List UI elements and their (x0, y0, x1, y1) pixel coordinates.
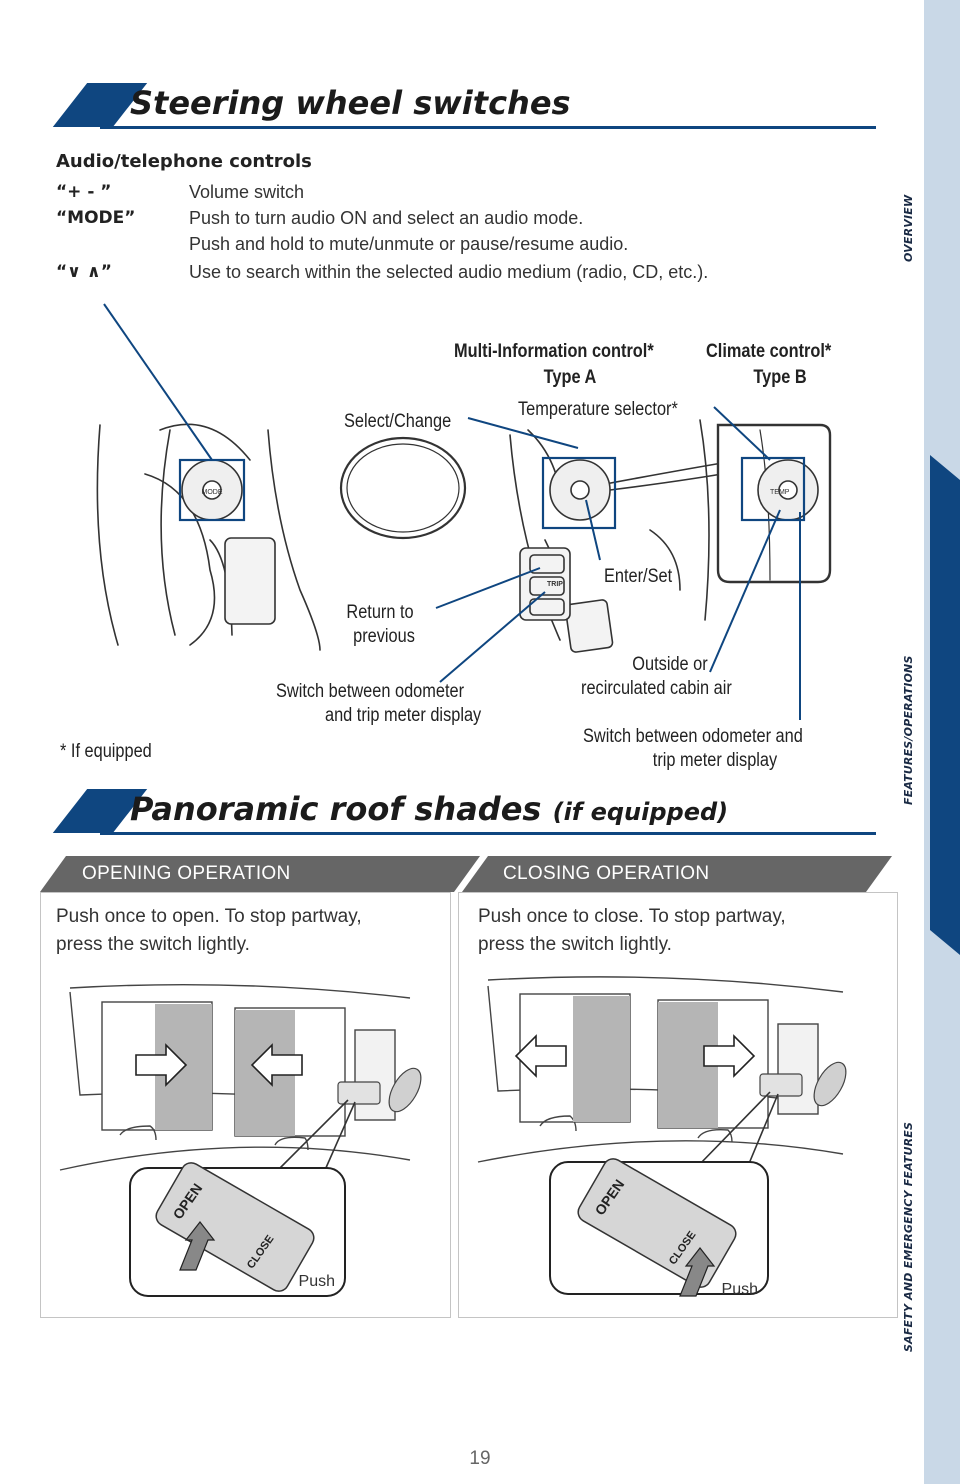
leader-odo-a (439, 591, 546, 683)
climate-control-title: Climate control* (706, 341, 832, 362)
label-return-2: previous (353, 626, 415, 647)
control-desc-volume: Volume switch (189, 182, 305, 202)
leader-temperature (713, 406, 771, 461)
label-odo-b-2: trip meter display (652, 750, 778, 771)
closing-roof-illustration: OPEN CLOSE Push (477, 976, 847, 1298)
closing-band (462, 856, 892, 892)
label-outside-air-1: Outside or (632, 654, 708, 675)
mi-control-title: Multi-Information control* (454, 341, 654, 362)
roof-switch-closing (759, 1073, 803, 1097)
label-odo-a-1: Switch between odometer (276, 681, 465, 702)
leader-enter-set (585, 499, 601, 561)
section-title-roof: Panoramic roof shades (if equipped) (130, 790, 729, 828)
push-label-open: Push (299, 1273, 335, 1290)
wheel-hub-outer (339, 436, 467, 540)
closing-instructions: Push once to close. To stop partway, pre… (478, 906, 786, 955)
temp-button-icon: TEMP (770, 489, 790, 496)
control-desc-mode-2: Push and hold to mute/unmute or pause/re… (189, 234, 629, 254)
opening-operation-label: OPENING OPERATION (82, 863, 291, 884)
mi-control-type: Type A (543, 367, 597, 388)
climate-control-type: Type B (753, 367, 807, 388)
control-key-mode: “MODE” (56, 208, 136, 228)
trip-button-icon: TRIP (547, 581, 563, 588)
sidebar-tab-shapes (930, 455, 960, 955)
control-desc-seek: Use to search within the selected audio … (189, 262, 709, 282)
leader-audio (103, 303, 213, 461)
sidebar-tab-features[interactable]: FEATURES/OPERATIONS (902, 655, 915, 805)
label-temperature-selector: Temperature selector* (518, 399, 678, 420)
opening-panel (40, 892, 451, 1318)
push-arrow-icon (179, 1221, 216, 1271)
opening-roof-illustration: OPEN CLOSE Push (59, 983, 422, 1297)
operation-bands (40, 856, 892, 892)
roof-switch (337, 1081, 381, 1105)
mode-button-icon: MODE (202, 489, 223, 496)
control-key-volume: “+ - ” (56, 182, 112, 202)
left-switch-module (224, 537, 276, 625)
sidebar-tab-safety[interactable]: SAFETY AND EMERGENCY FEATURES (902, 1121, 915, 1352)
page-number: 19 (469, 1448, 491, 1469)
cruise-stalk (564, 599, 614, 653)
push-arrow-icon-closing (679, 1247, 716, 1297)
climate-highlight (740, 456, 806, 522)
label-odo-b-1: Switch between odometer and (583, 726, 803, 747)
control-key-seek: “∨ ∧” (56, 262, 112, 282)
leader-outside-air (709, 509, 781, 673)
footnote-if-equipped: * If equipped (60, 741, 152, 762)
open-close-switch (155, 1162, 315, 1292)
sidebar-tab-active (930, 455, 960, 955)
label-select-change: Select/Change (344, 411, 452, 432)
label-enter-set: Enter/Set (604, 566, 673, 587)
leader-return (435, 567, 541, 609)
closing-operation-label: CLOSING OPERATION (503, 863, 710, 884)
label-outside-air-2: recirculated cabin air (581, 678, 732, 699)
section-header-rule (100, 126, 876, 129)
wheel-rim-left-inner (160, 429, 176, 636)
opening-instructions: Push once to open. To stop partway, pres… (56, 906, 362, 955)
wheel-hub-inner (346, 443, 460, 533)
section-header-rule-roof (100, 832, 876, 835)
label-return-1: Return to (346, 602, 414, 623)
arrow-left-icon (250, 1043, 303, 1087)
section-title-steering: Steering wheel switches (130, 84, 571, 122)
opening-band (40, 856, 480, 892)
arrow-right-icon-closing (703, 1034, 756, 1078)
arrow-left-icon-closing (514, 1034, 567, 1078)
left-shade-panel-closing (573, 996, 630, 1122)
wheel-rim-left-outer (96, 424, 119, 646)
arrow-right-icon (135, 1043, 188, 1087)
leader-select-change (467, 417, 579, 449)
multi-info-highlight (541, 456, 617, 530)
closing-panel (458, 892, 898, 1318)
control-desc-mode-1: Push to turn audio ON and select an audi… (189, 208, 584, 228)
label-odo-a-2: and trip meter display (325, 705, 482, 726)
push-label-close: Push (722, 1281, 758, 1298)
sidebar-tab-overview[interactable]: OVERVIEW (902, 194, 915, 262)
steering-wheel-diagram: MODE TRIP TEMP (96, 303, 832, 720)
audio-controls-heading: Audio/telephone controls (56, 151, 312, 172)
